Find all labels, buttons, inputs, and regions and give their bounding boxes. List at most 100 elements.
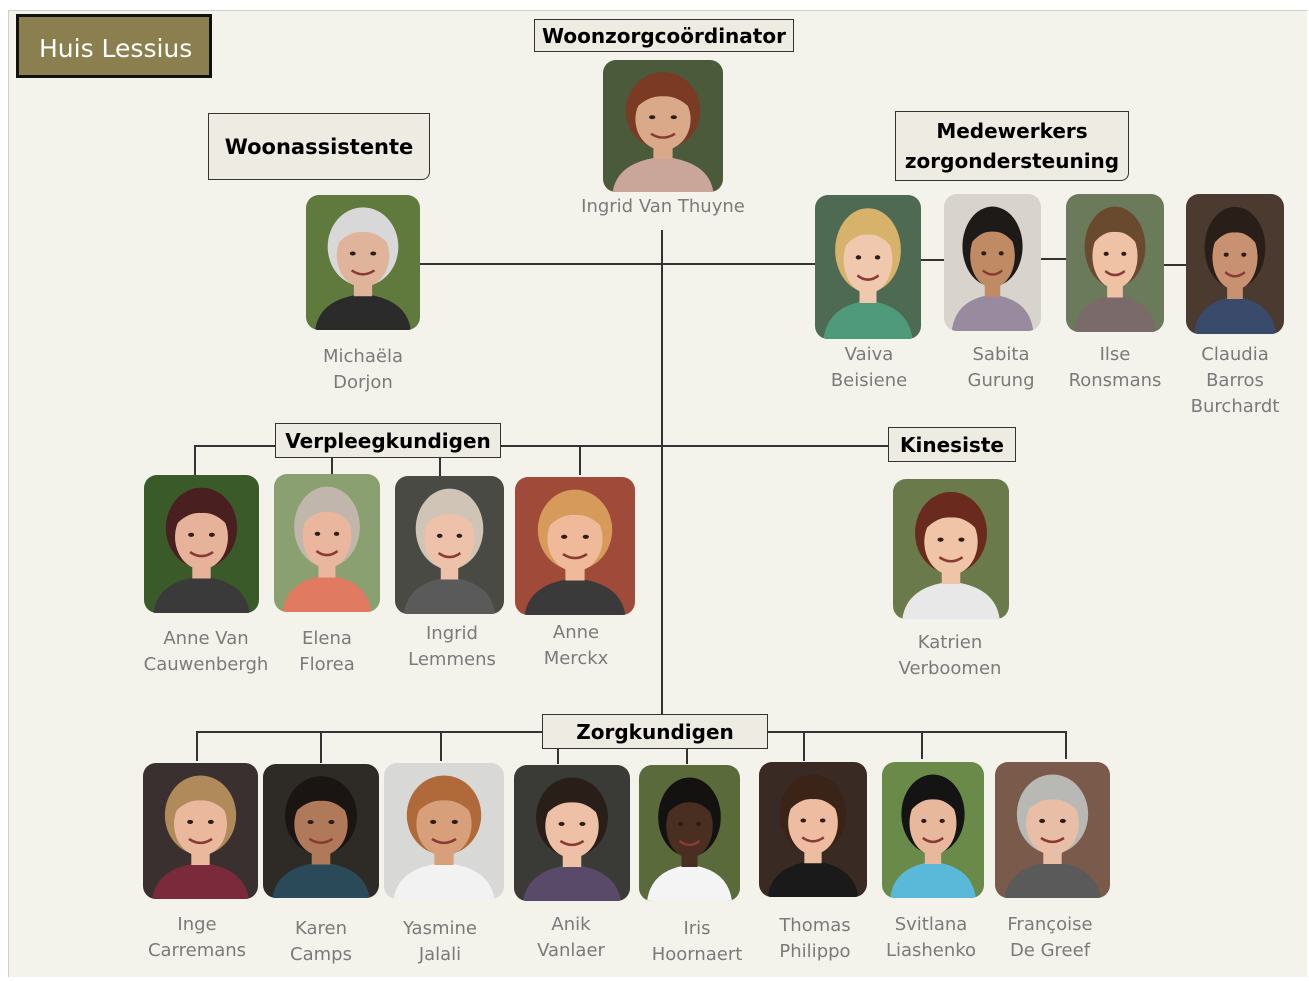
connector-nurse-4 xyxy=(579,445,581,475)
photo-karen-camps xyxy=(263,764,379,898)
name-line1: Katrien xyxy=(917,632,983,653)
role-carers-label: Zorgkundigen xyxy=(542,714,768,749)
role-physio-label: Kinesiste xyxy=(888,427,1016,462)
connector-support-2 xyxy=(1040,258,1066,260)
connector-carer-6 xyxy=(803,731,805,761)
name-line1: Ilse xyxy=(1099,344,1131,365)
name-line1: Inge xyxy=(177,914,217,935)
name-line2: Barros xyxy=(1206,370,1264,391)
name-line1: Françoise xyxy=(1007,914,1093,935)
photo-ingrid-van-thuyne xyxy=(603,60,723,192)
photo-katrien-verboomen xyxy=(893,479,1009,619)
photo-inge-carremans xyxy=(143,763,258,899)
connector-support-1 xyxy=(920,259,944,261)
photo-vaiva-beisiene xyxy=(815,195,921,339)
photo-iris-hoornaert xyxy=(639,765,740,901)
name-line1: Iris xyxy=(683,918,711,939)
name-line1: Svitlana xyxy=(894,914,968,935)
connector-nurse-1 xyxy=(194,445,196,475)
name-line1: Anik xyxy=(551,914,591,935)
photo-thomas-philippo xyxy=(759,762,867,897)
role-coordinator-label: Woonzorgcoördinator xyxy=(534,19,794,52)
connector-nurse-3 xyxy=(439,456,441,476)
connector-carer-1 xyxy=(196,731,198,761)
name-line2: Vanlaer xyxy=(537,940,605,961)
connector-carer-8 xyxy=(1065,731,1067,759)
name-line1: Karen xyxy=(294,918,347,939)
name-francoise-de-greef: Françoise De Greef xyxy=(985,912,1115,964)
name-line3: Burchardt xyxy=(1190,396,1280,417)
role-assistant-label: Woonassistente xyxy=(208,113,430,180)
name-line1: Thomas xyxy=(779,915,851,936)
name-line2: Cauwenbergh xyxy=(143,654,269,675)
name-line1: Ingrid Van Thuyne xyxy=(581,196,745,217)
connector-nurse-2 xyxy=(331,456,333,474)
name-line1: Elena xyxy=(302,628,352,649)
name-line2: Hoornaert xyxy=(651,944,743,965)
name-line2: Ronsmans xyxy=(1068,370,1162,391)
name-line2: Beisiene xyxy=(830,370,908,391)
name-line2: Merckx xyxy=(543,648,609,669)
photo-yasmine-jalali xyxy=(384,763,504,899)
name-line2: Gurung xyxy=(967,370,1035,391)
name-line1: Ingrid xyxy=(426,623,478,644)
connector-support-3 xyxy=(1164,264,1186,266)
photo-svitlana-liashenko xyxy=(882,762,984,898)
name-line2: Carremans xyxy=(147,940,247,961)
photo-ingrid-lemmens xyxy=(395,476,504,614)
name-line2: Camps xyxy=(290,944,352,965)
connector-carer-7 xyxy=(921,731,923,759)
name-line1: Claudia xyxy=(1201,344,1269,365)
role-support-label: Medewerkers zorgondersteuning xyxy=(895,111,1129,181)
name-line2: Florea xyxy=(299,654,355,675)
name-line1: Yasmine xyxy=(403,918,477,939)
page-title: Huis Lessius xyxy=(16,14,212,78)
photo-ilse-ronsmans xyxy=(1066,194,1164,332)
photo-claudia-barros-burchardt xyxy=(1186,194,1284,334)
role-nurses-label: Verpleegkundigen xyxy=(275,423,501,458)
connector-carer-5 xyxy=(686,748,688,764)
photo-anik-vanlaer xyxy=(514,765,630,901)
name-line2: De Greef xyxy=(1009,940,1091,961)
connector-top-branch xyxy=(420,263,815,265)
name-line2: Philippo xyxy=(779,941,851,962)
name-line2: Dorjon xyxy=(333,372,393,393)
name-line2: Liashenko xyxy=(885,940,977,961)
photo-sabita-gurung xyxy=(944,194,1041,331)
connector-carer-2 xyxy=(320,731,322,763)
name-ingrid-van-thuyne: Ingrid Van Thuyne xyxy=(563,194,763,220)
photo-michaela-dorjon xyxy=(306,195,420,330)
connector-trunk xyxy=(661,230,663,716)
photo-anne-merckx xyxy=(515,477,635,615)
name-line1: Anne Van xyxy=(163,628,249,649)
connector-carer-4 xyxy=(557,748,559,764)
photo-francoise-de-greef xyxy=(995,762,1110,898)
name-line2: Jalali xyxy=(418,944,462,965)
photo-elena-florea xyxy=(274,474,380,612)
name-line1: Sabita xyxy=(972,344,1030,365)
name-line1: Michaëla xyxy=(323,346,403,367)
name-line1: Vaiva xyxy=(844,344,894,365)
name-line2: Lemmens xyxy=(408,649,496,670)
connector-middle-branch xyxy=(195,445,890,447)
photo-anne-van-cauwenbergh xyxy=(144,475,259,613)
connector-carer-3 xyxy=(440,731,442,761)
name-line1: Anne xyxy=(552,622,600,643)
